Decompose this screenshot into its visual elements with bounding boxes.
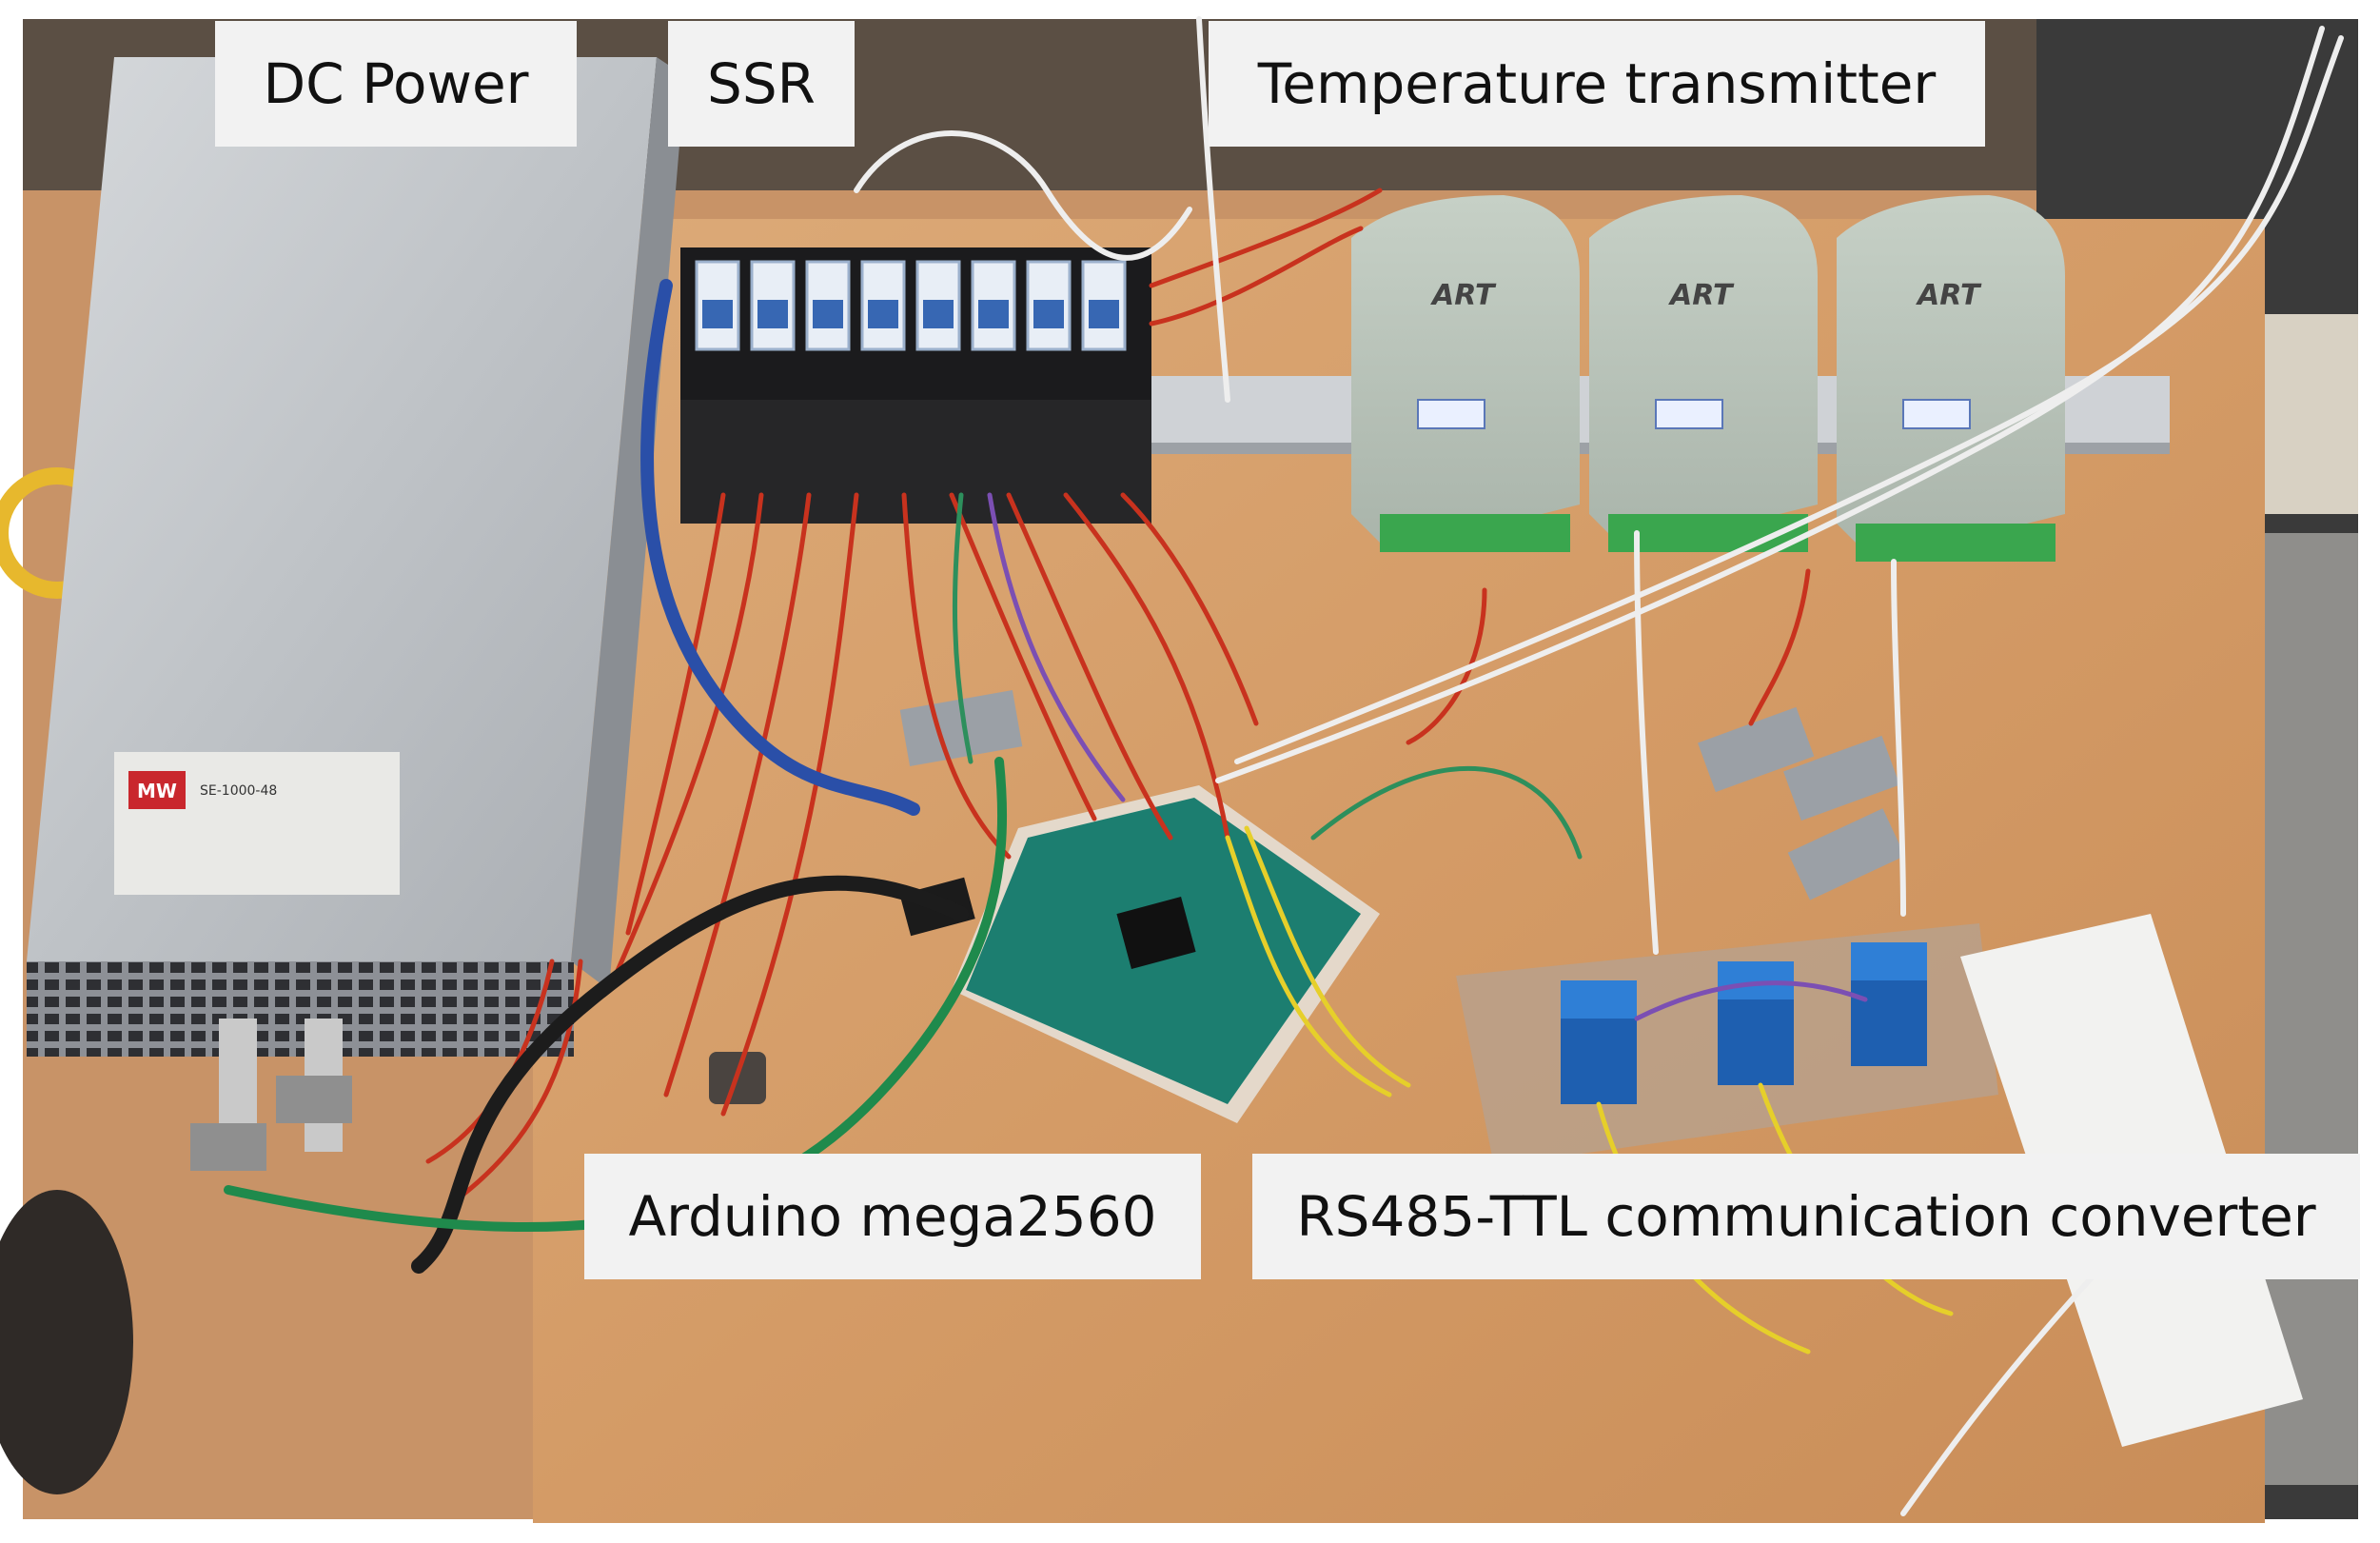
temperature-transmitter-1: ART [1351,195,1580,552]
label-ssr: SSR [668,21,855,147]
label-arduino-mega2560: Arduino mega2560 [584,1154,1201,1279]
psu-model-text: SE-1000-48 [200,783,277,799]
ssr-module-block [680,247,1151,524]
power-cable-black [411,875,969,1274]
usb-cable-blue [640,279,920,816]
label-dc-power: DC Power [215,21,577,147]
ethernet-cable-green [224,757,1008,1233]
wiring [224,16,2344,1516]
label-rs485-ttl-converter: RS485-TTL communication converter [1252,1154,2360,1279]
art-brand-3: ART [1916,279,1982,312]
label-temperature-transmitter: Temperature transmitter [1209,21,1985,147]
dark-object-left [0,1190,133,1494]
temperature-transmitter-3: ART [1837,195,2065,562]
mw-logo-text: MW [137,780,177,802]
dc-power-supply: MW SE-1000-48 [27,57,685,1171]
rs485-converter-plate [1456,923,1998,1166]
arduino-mega-board [899,785,1380,1123]
temperature-transmitter-2: ART [1589,195,1818,552]
mw-logo [128,771,186,809]
art-brand-2: ART [1668,279,1735,312]
art-brand-1: ART [1430,279,1497,312]
